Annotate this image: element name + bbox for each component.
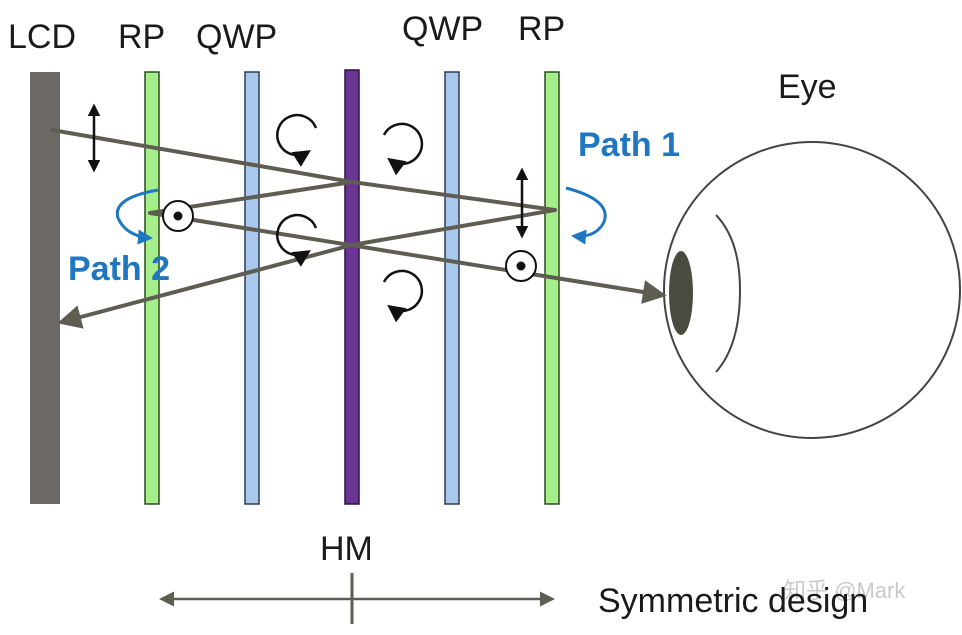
counterclockwise-circular-arrow-icon bbox=[276, 113, 318, 167]
path1-curved-arrow-icon bbox=[565, 186, 607, 245]
watermark-text: 知乎 @Mark bbox=[784, 578, 906, 603]
ray-path1-output-arrow bbox=[148, 211, 667, 304]
lcd-label: LCD bbox=[8, 18, 76, 56]
ray-lcd-to-hm bbox=[50, 128, 354, 184]
path1-label: Path 1 bbox=[578, 126, 680, 164]
lcd-panel bbox=[30, 72, 60, 504]
counterclockwise-circular-arrow-icon bbox=[276, 213, 318, 267]
qwp-right-plate bbox=[444, 71, 460, 505]
qwp-left-plate bbox=[244, 71, 260, 505]
rp-right-plate bbox=[544, 71, 560, 505]
hm-half-mirror bbox=[344, 69, 360, 505]
dot-in-circle-icon bbox=[505, 250, 537, 282]
eye-icon bbox=[663, 141, 961, 439]
qwp-right-label: QWP bbox=[402, 10, 483, 48]
rp-left-label: RP bbox=[118, 18, 165, 56]
path2-label: Path 2 bbox=[68, 250, 170, 288]
qwp-left-label: QWP bbox=[196, 18, 277, 56]
symmetry-axis bbox=[159, 573, 555, 624]
hm-label: HM bbox=[320, 530, 373, 568]
rp-left-plate bbox=[144, 71, 160, 505]
clockwise-circular-arrow-icon bbox=[382, 122, 424, 176]
rp-right-label: RP bbox=[518, 10, 565, 48]
eye-label: Eye bbox=[778, 68, 837, 106]
clockwise-circular-arrow-icon bbox=[382, 269, 424, 323]
symmetric-design-label: Symmetric design bbox=[598, 582, 868, 620]
path2-curved-arrow-icon bbox=[115, 188, 159, 245]
dot-in-circle-icon bbox=[162, 200, 194, 232]
